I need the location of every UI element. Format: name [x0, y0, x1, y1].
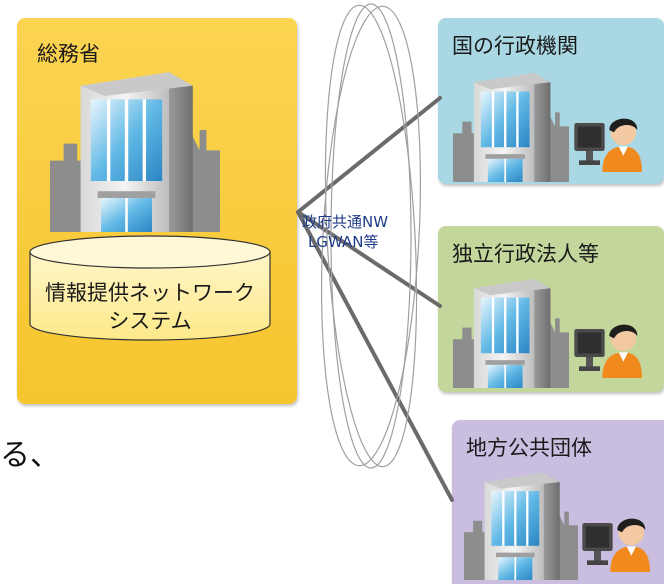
- system-label-line1: 情報提供ネットワーク: [45, 281, 255, 305]
- network-label: 政府共通NW LGWAN等: [302, 212, 432, 252]
- network-label-line1: 政府共通NW: [302, 213, 389, 231]
- independent-agency-building-icon: [451, 277, 571, 388]
- connector-to-local: [296, 210, 454, 502]
- ministry-building-icon: [48, 70, 222, 232]
- network-label-line2: LGWAN等: [308, 233, 379, 251]
- connector-to-national: [296, 96, 442, 214]
- person-at-computer-icon: [574, 118, 642, 172]
- independent-agency-title: 独立行政法人等: [452, 242, 599, 266]
- national-agency-title: 国の行政機関: [452, 34, 578, 58]
- ministry-title: 総務省: [37, 42, 100, 66]
- network-ellipse-icon: [320, 3, 422, 469]
- database-cylinder-icon: [29, 235, 271, 341]
- system-label-line2: システム: [108, 309, 192, 333]
- national-agency-building-icon: [451, 71, 571, 182]
- cropped-text-fragment: る、: [0, 438, 60, 473]
- person-at-computer-icon: [582, 518, 650, 572]
- person-at-computer-icon: [574, 324, 642, 378]
- local-government-building-icon: [462, 471, 580, 580]
- local-government-title: 地方公共団体: [466, 436, 592, 460]
